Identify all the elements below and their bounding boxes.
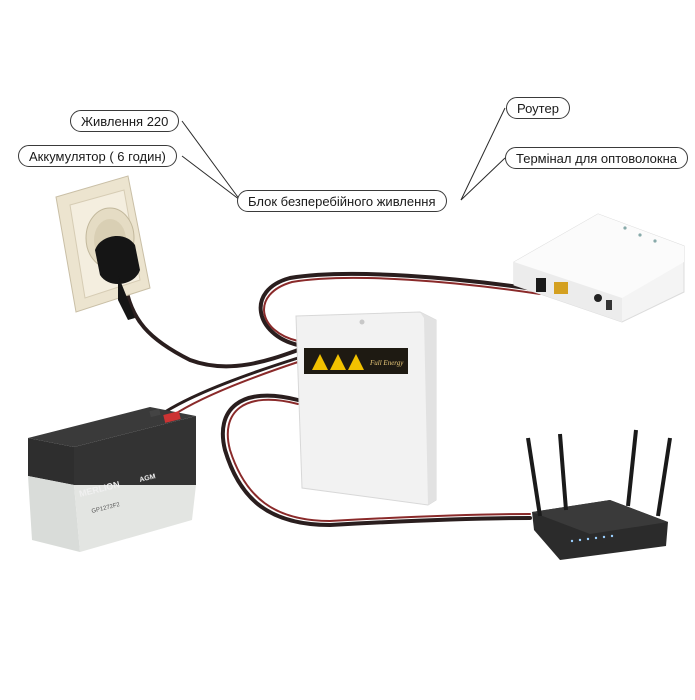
cable-mains [123,280,300,369]
cable-router-black [220,393,532,528]
connector-battery-to-ups [181,155,241,201]
ups-logo-text: Full Energy [369,359,404,367]
label-router: Роутер [506,97,570,119]
connector-lines [181,107,506,201]
label-battery: Аккумулятор ( 6 годин) [18,145,177,167]
label-mains-220: Живлення 220 [70,110,180,132]
cable-battery-black [163,356,300,414]
connector-ups-to-onu [460,157,506,201]
battery-icon: MERLION AGM GP1272F2 [28,407,196,552]
connector-ups-to-router [460,107,506,201]
label-ups: Блок безперебійного живлення [237,190,447,212]
connector-mains-to-ups [181,120,241,201]
cable-onu-black [258,271,542,347]
cable-router-red [226,398,531,523]
wifi-router-icon [526,429,672,560]
wall-socket-icon [55,175,151,320]
cable-battery-red [171,361,299,417]
label-optical-terminal: Термінал для оптоволокна [505,147,688,169]
cables [123,271,542,528]
optical-terminal-icon [513,213,685,323]
battery-type: AGM [139,473,157,484]
cable-onu-red [263,276,541,342]
ups-box-icon: Full Energy [295,311,437,506]
